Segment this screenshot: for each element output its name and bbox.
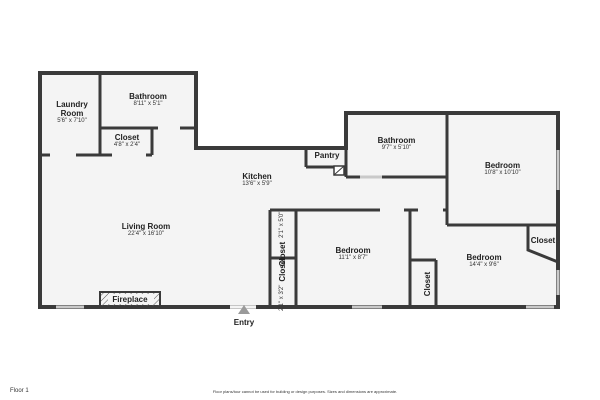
closet-5-name: Closet (530, 236, 556, 245)
bedroom-2-name: Bedroom (335, 246, 371, 255)
closet-4-name: Closet (423, 271, 432, 297)
label-laundry: Laundry Room 5'6" x 7'10" (44, 100, 100, 125)
label-bedroom-1: Bedroom 10'8" x 10'10" (449, 161, 556, 177)
windows (56, 150, 560, 309)
closet-3-dims: 2'1" x 3'2" (279, 284, 285, 311)
label-bathroom-1: Bathroom 8'11" x 5'1" (102, 92, 194, 108)
wall-closet5 (526, 225, 559, 264)
label-closet-5: Closet (528, 236, 558, 245)
bedroom-1-dims: 10'8" x 10'10" (484, 170, 521, 177)
pantry-name: Pantry (314, 151, 340, 160)
bedroom-2-dims: 11'1" x 8'7" (338, 255, 368, 262)
living-room-name: Living Room (121, 222, 171, 231)
label-bathroom-2: Bathroom 9'7" x 5'10" (348, 136, 445, 152)
bedroom-3-dims: 14'4" x 9'6" (469, 262, 499, 269)
label-kitchen: Kitchen 13'6" x 5'9" (222, 172, 292, 188)
laundry-dims: 5'6" x 7'10" (57, 118, 87, 125)
floor-area (40, 73, 558, 307)
bathroom-1-name: Bathroom (129, 92, 167, 101)
entry-label: Entry (233, 318, 255, 327)
bathroom-2-name: Bathroom (377, 136, 416, 145)
label-pantry: Pantry (308, 151, 346, 160)
pantry-appliance-mark (333, 165, 345, 176)
fireplace-label-bg (108, 294, 154, 304)
closet-1-name: Closet (114, 133, 140, 142)
closet-1-dims: 4'8" x 2'4" (113, 142, 141, 149)
bathroom-2-dims: 9'7" x 5'10" (381, 145, 412, 152)
label-closet-4: Closet (417, 264, 432, 304)
bedroom-3-name: Bedroom (466, 253, 502, 262)
closet-2-dims: 2'1" x 5'0" (279, 211, 285, 238)
closet-3-name: Closet (277, 257, 287, 282)
label-living-room: Living Room 22'4" x 16'10" (96, 222, 196, 238)
laundry-name-1: Laundry (56, 100, 88, 109)
label-closet-3: 2'1" x 3'2" Closet (271, 257, 293, 311)
bathroom-1-dims: 8'11" x 5'1" (133, 101, 163, 108)
kitchen-dims: 13'6" x 5'9" (242, 181, 272, 188)
living-room-dims: 22'4" x 16'10" (127, 231, 165, 238)
label-bedroom-3: Bedroom 14'4" x 9'6" (438, 253, 530, 269)
fireplace-label: Fireplace (112, 295, 148, 304)
bedroom-1-name: Bedroom (484, 161, 521, 170)
label-bedroom-2: Bedroom 11'1" x 8'7" (298, 246, 408, 262)
kitchen-name: Kitchen (242, 172, 272, 181)
label-closet-1: Closet 4'8" x 2'4" (102, 133, 152, 149)
laundry-name-2: Room (60, 109, 84, 119)
entry-arrow-icon (238, 305, 250, 314)
disclaimer: Floor plans/tour cannot be used for buil… (212, 389, 398, 394)
floor-label: Floor 1 (10, 388, 29, 394)
